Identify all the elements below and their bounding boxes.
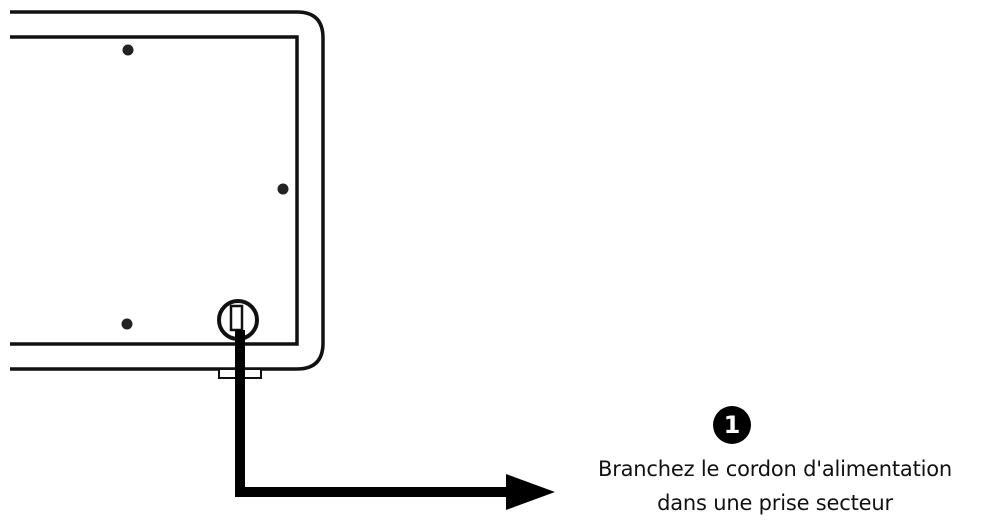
screw-right xyxy=(277,183,289,195)
instruction-line-2: dans une prise secteur xyxy=(657,491,893,515)
screw-top xyxy=(122,44,134,56)
arrow-right-icon xyxy=(235,330,555,510)
step-number-badge: 1 xyxy=(713,406,751,444)
screw-bottom xyxy=(121,318,133,330)
device-outer-outline xyxy=(10,10,325,371)
instruction-line-1: Branchez le cordon d'alimentation xyxy=(598,457,952,481)
instruction-text: Branchez le cordon d'alimentation dans u… xyxy=(560,452,990,520)
device-inner-panel xyxy=(10,35,299,346)
